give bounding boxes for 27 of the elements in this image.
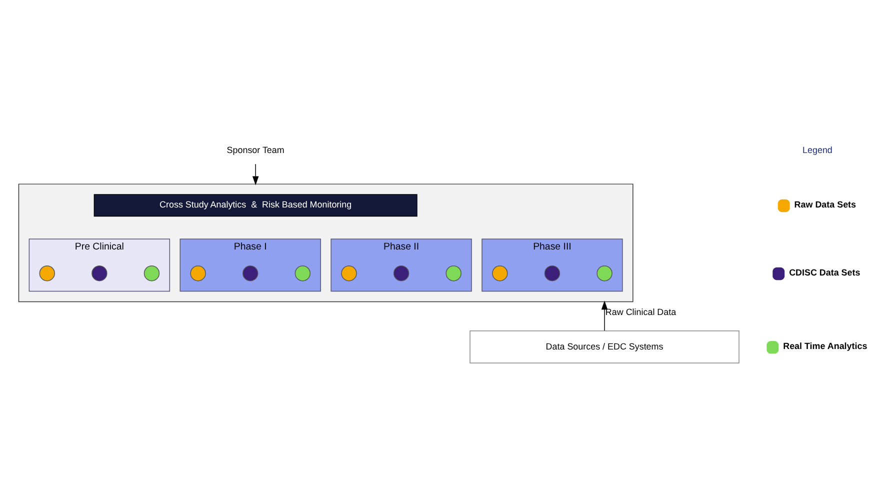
node-circle (492, 266, 508, 282)
node-circle (341, 266, 357, 282)
legend-label: Raw Data Sets (794, 199, 856, 210)
node-circle (596, 266, 612, 282)
cluster: Phase II (330, 238, 472, 292)
label: Legend (802, 144, 832, 155)
node-circle (393, 266, 410, 282)
arrow (252, 164, 259, 186)
node-circle (446, 266, 462, 282)
cluster: Pre Clinical (28, 238, 170, 292)
legend-label: CDISC Data Sets (789, 267, 860, 278)
cluster: Phase III (482, 238, 623, 292)
node-box: Cross Study Analytics & Risk Based Monitoring (94, 194, 418, 217)
node-box: Data Sources / EDC Systems (470, 330, 740, 364)
cluster: Phase I (180, 238, 321, 292)
node-circle (144, 266, 160, 282)
node-circle (242, 266, 258, 282)
arrow (601, 300, 608, 331)
edge-label: Raw Clinical Data (605, 306, 676, 317)
node-circle (39, 266, 55, 282)
node-circle (544, 266, 560, 282)
node-circle (294, 266, 310, 282)
legend-label: Real Time Analytics (783, 340, 868, 351)
cluster (18, 184, 634, 302)
node-text: Sponsor Team (226, 144, 284, 155)
node-circle (190, 266, 206, 282)
node-circle (92, 266, 108, 282)
